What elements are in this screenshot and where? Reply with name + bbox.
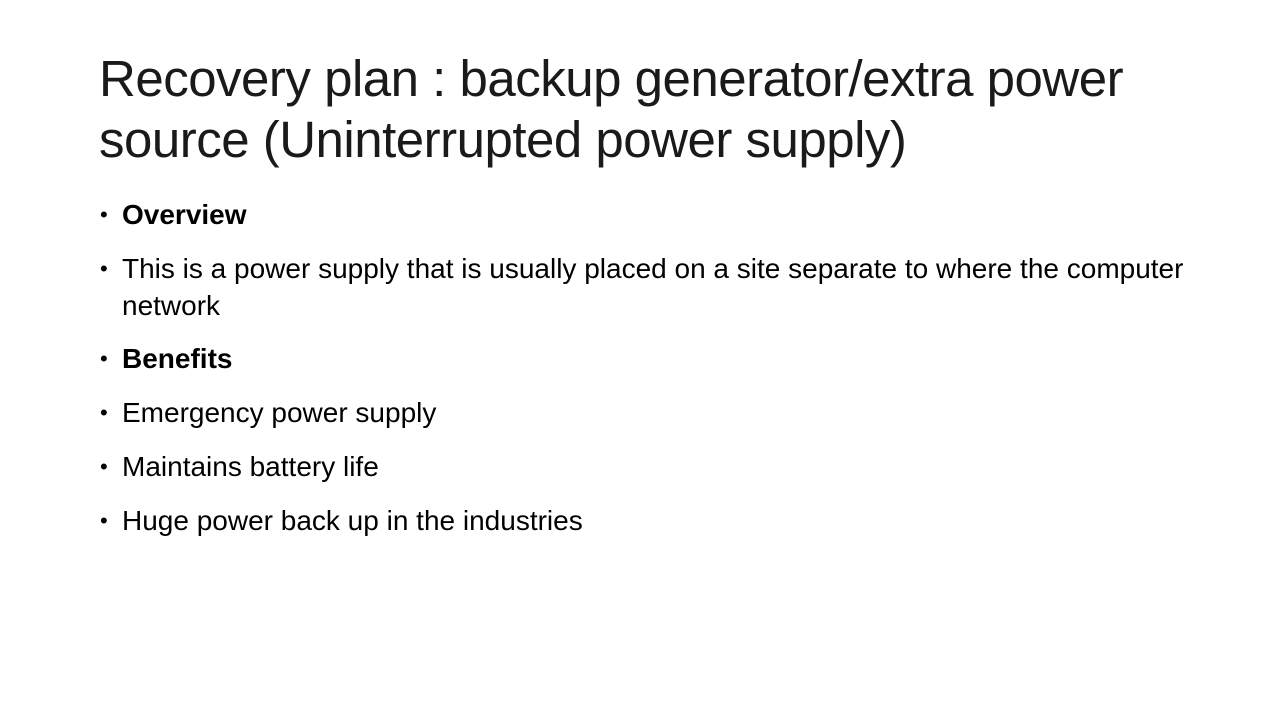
bullet-icon: •: [100, 346, 108, 371]
bullet-item-overview: • Overview: [100, 196, 1190, 234]
bullet-text: Maintains battery life: [122, 451, 379, 482]
bullet-list: • Overview • This is a power supply that…: [100, 196, 1190, 556]
bullet-text: Benefits: [122, 343, 233, 374]
bullet-icon: •: [100, 454, 108, 479]
bullet-icon: •: [100, 202, 108, 227]
bullet-text: This is a power supply that is usually p…: [122, 253, 1184, 321]
bullet-icon: •: [100, 400, 108, 425]
bullet-item-battery: • Maintains battery life: [100, 448, 1190, 486]
slide-title: Recovery plan : backup generator/extra p…: [99, 50, 1124, 168]
bullet-icon: •: [100, 508, 108, 533]
bullet-text: Overview: [122, 199, 247, 230]
bullet-text: Huge power back up in the industries: [122, 505, 583, 536]
bullet-icon: •: [100, 256, 108, 281]
bullet-item-description: • This is a power supply that is usually…: [100, 250, 1190, 324]
bullet-text: Emergency power supply: [122, 397, 437, 428]
bullet-item-emergency: • Emergency power supply: [100, 394, 1190, 432]
bullet-item-industries: • Huge power back up in the industries: [100, 502, 1190, 540]
bullet-item-benefits: • Benefits: [100, 340, 1190, 378]
